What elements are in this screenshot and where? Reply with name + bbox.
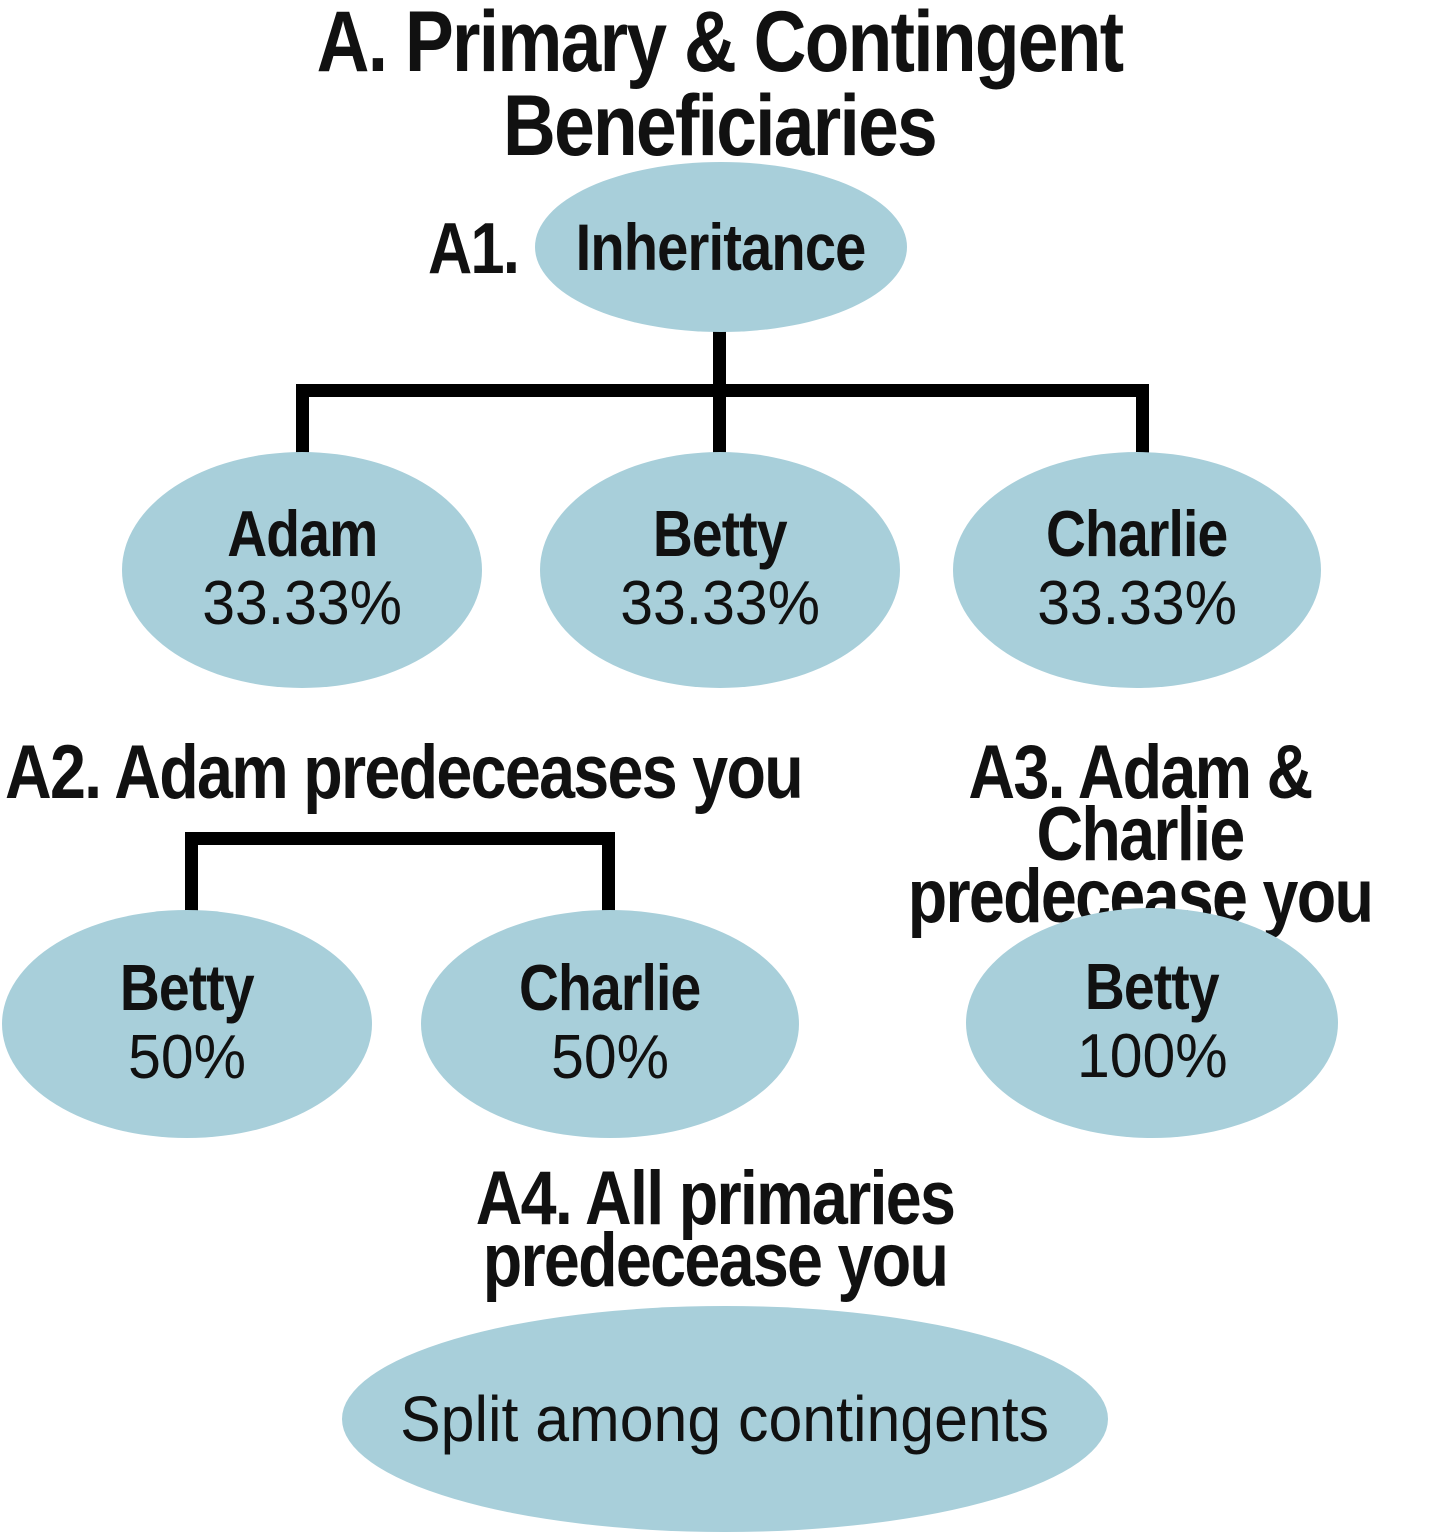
beneficiary-ellipse-charlie-50: Charlie 50% [421, 910, 799, 1138]
section-a4-heading-line2: predecease you [482, 1218, 949, 1303]
a1-connector-drop-right [1136, 384, 1149, 458]
a1-connector-stem [713, 326, 726, 392]
beneficiary-name: Charlie [519, 951, 701, 1024]
section-a4-heading-line1: A4. All primaries [475, 1156, 956, 1241]
a1-connector-drop-middle [713, 384, 726, 458]
beneficiary-name: Betty [653, 497, 788, 570]
section-a4-heading: A4. All primaries predecease you [418, 1156, 1013, 1303]
beneficiary-name: Betty [1085, 950, 1220, 1023]
inheritance-label: Inheritance [576, 210, 867, 284]
beneficiary-share: 50% [551, 1023, 669, 1092]
a1-connector-drop-left [296, 384, 309, 458]
a2-connector-bar [185, 832, 615, 845]
a2-connector-drop-left [185, 832, 198, 914]
section-a3-heading-line1: A3. Adam & Charlie [968, 730, 1313, 877]
beneficiary-share: 50% [128, 1023, 246, 1092]
diagram-title: A. Primary & Contingent Beneficiaries [108, 0, 1331, 174]
diagram-title-line2: Beneficiaries [503, 78, 938, 174]
beneficiary-share: 33.33% [202, 569, 402, 638]
beneficiary-ellipse-adam: Adam 33.33% [122, 452, 482, 688]
section-a3-heading: A3. Adam & Charlie predecease you [889, 730, 1391, 935]
beneficiary-share: 100% [1076, 1022, 1228, 1091]
beneficiary-ellipse-betty-100: Betty 100% [966, 908, 1338, 1138]
contingents-ellipse: Split among contingents [342, 1306, 1108, 1532]
a2-connector-drop-right [602, 832, 615, 914]
diagram-title-line1: A. Primary & Contingent [316, 0, 1124, 90]
section-a2-heading: A2. Adam predeceases you [5, 730, 804, 815]
beneficiary-ellipse-betty-50: Betty 50% [2, 910, 372, 1138]
beneficiary-ellipse-charlie: Charlie 33.33% [953, 452, 1321, 688]
contingents-label: Split among contingents [400, 1383, 1050, 1455]
beneficiary-name: Charlie [1046, 497, 1228, 570]
beneficiary-share: 33.33% [620, 569, 820, 638]
beneficiary-share: 33.33% [1037, 569, 1237, 638]
section-a1-label: A1. [428, 209, 520, 289]
inheritance-ellipse: Inheritance [535, 162, 907, 332]
beneficiary-ellipse-betty: Betty 33.33% [540, 452, 900, 688]
beneficiary-name: Betty [120, 951, 255, 1024]
beneficiary-name: Adam [226, 497, 378, 570]
